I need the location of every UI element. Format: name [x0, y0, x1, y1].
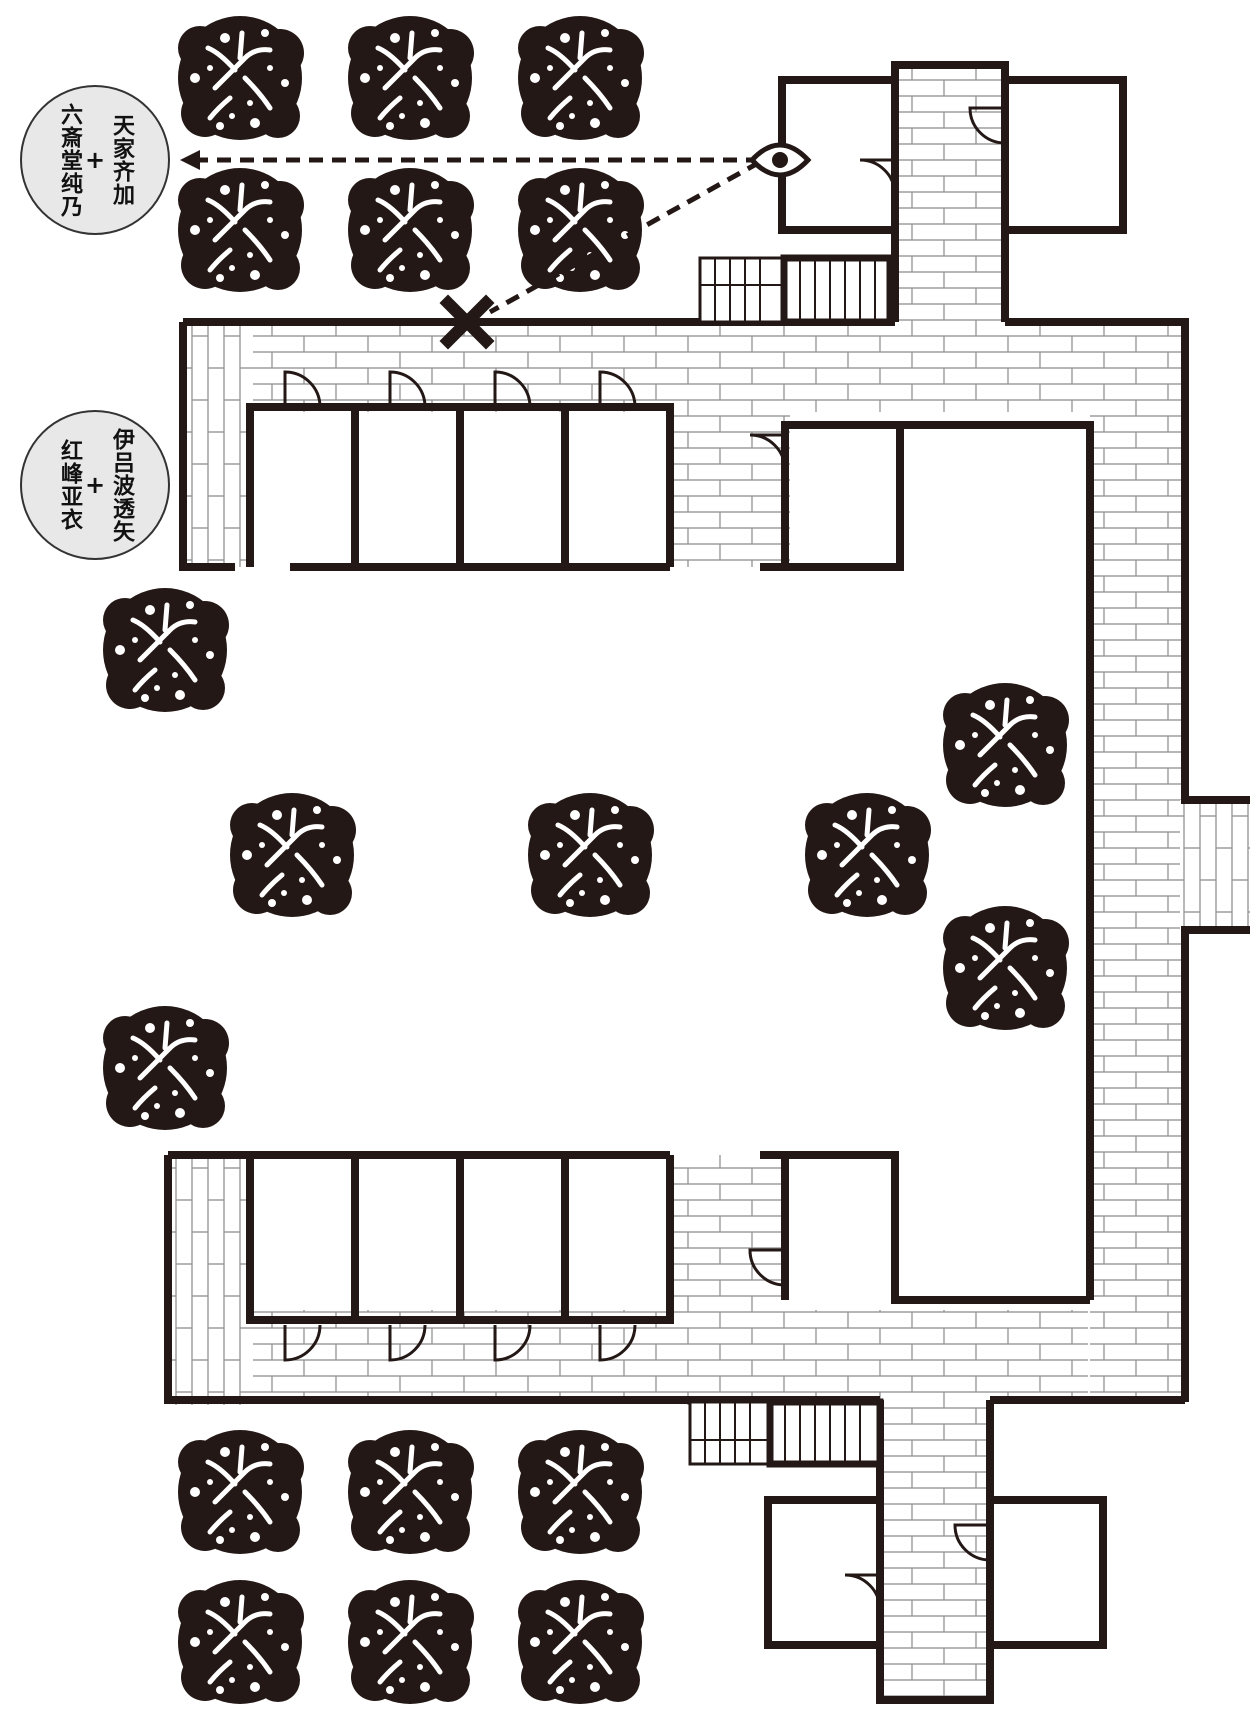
tree	[230, 793, 356, 917]
sight-lines	[195, 157, 762, 315]
middle-label-left: 红峰亚衣	[56, 439, 82, 531]
top-north-room-left	[778, 76, 899, 234]
bottom-corridor-left-end	[168, 1155, 253, 1405]
bottom-south-room-right	[986, 1496, 1107, 1649]
top-corridor	[183, 322, 1095, 412]
tree	[348, 168, 474, 292]
tree	[348, 1580, 474, 1704]
top-label-right: 天家齐加	[109, 114, 135, 206]
top-corridor-middle	[670, 322, 790, 567]
tree	[943, 683, 1069, 807]
bottom-doors	[283, 1248, 991, 1611]
middle-label-plus: +	[84, 471, 106, 499]
bottom-south-room-left	[764, 1496, 884, 1649]
tree	[518, 16, 644, 140]
top-name-label: 天家齐加 + 六斎堂纯乃	[20, 85, 170, 235]
tree	[103, 1006, 229, 1130]
tree	[178, 1580, 304, 1704]
eye-icon	[748, 142, 812, 178]
tree	[518, 1430, 644, 1554]
tree	[943, 906, 1069, 1030]
tree	[348, 1430, 474, 1554]
tree	[178, 168, 304, 292]
tree	[178, 1430, 304, 1554]
tree	[805, 793, 931, 917]
tree	[348, 16, 474, 140]
middle-name-label: 伊吕波透矢 + 红峰亚衣	[20, 410, 170, 560]
middle-label-right: 伊吕波透矢	[109, 427, 135, 543]
tree	[518, 1580, 644, 1704]
top-doors	[283, 106, 1006, 471]
top-north-room-right	[1001, 76, 1127, 234]
tree	[528, 793, 654, 917]
right-exit	[1180, 800, 1250, 930]
bottom-south-hallway	[880, 1400, 990, 1700]
top-label-plus: +	[84, 146, 106, 174]
arrow-head-icon	[180, 150, 200, 170]
tree	[103, 588, 229, 712]
tree	[178, 16, 304, 140]
top-label-left: 六斎堂纯乃	[56, 102, 82, 218]
bottom-stairs	[688, 1398, 884, 1468]
tree	[518, 168, 644, 292]
top-north-hallway	[895, 65, 1005, 325]
top-corridor-left-end	[183, 322, 253, 567]
right-corridor	[1090, 322, 1185, 1402]
top-stairs	[698, 254, 894, 326]
top-wing-walls	[179, 61, 1250, 1402]
cross-mark-icon	[439, 294, 495, 350]
bottom-wing-walls	[164, 1151, 1185, 1704]
